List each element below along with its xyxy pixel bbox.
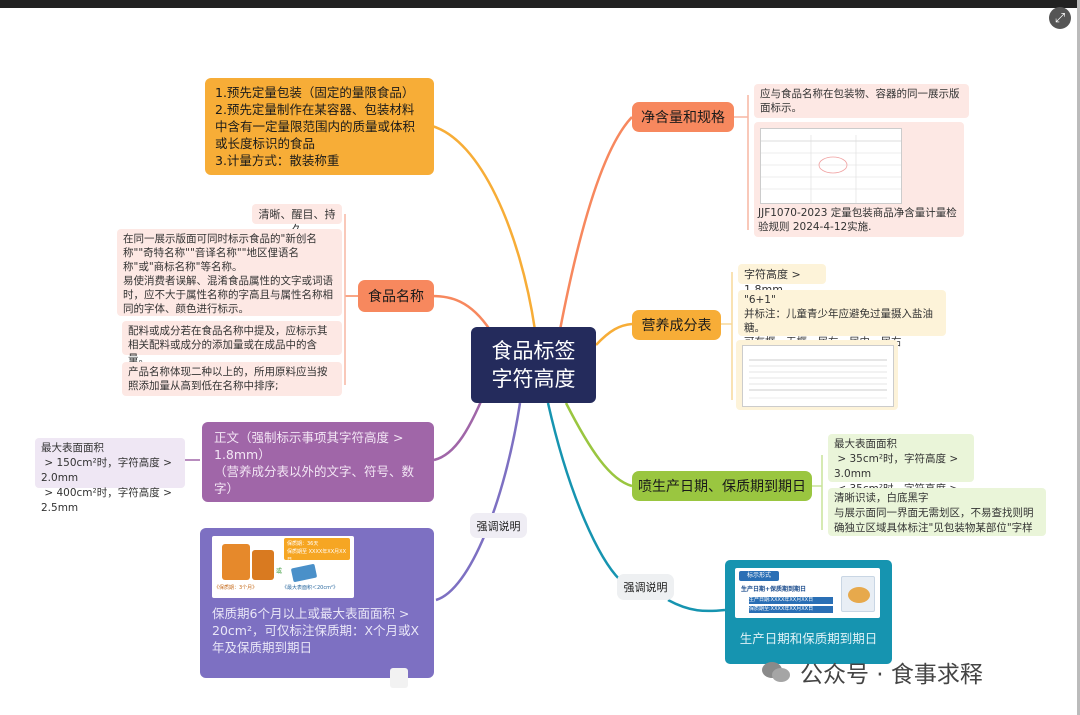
net-content-standard-text: JJF1070-2023 定量包装商品净含量计量检验规则 2024-4-12实施… — [758, 207, 957, 233]
production-date-text: 生产日期和保质期到期日 — [739, 631, 878, 646]
link-left-top — [431, 124, 537, 331]
caption-or: 或 — [276, 568, 283, 575]
link-emphasis-left — [435, 402, 522, 602]
link-emphasis-right-2 — [667, 598, 726, 613]
product-pack-icon — [841, 576, 875, 612]
link-date — [564, 402, 633, 488]
top-bar — [0, 0, 1080, 8]
nutrition-bracket — [721, 272, 733, 400]
shelf-life-tag-line-2: 保质期至 XXXX年XX月XX日 — [287, 549, 346, 563]
format-line-1: 生产日期:XXXX年XX月XX日 — [749, 597, 833, 604]
food-name-note-1[interactable]: 清晰、醒目、持久 — [252, 204, 342, 236]
nutrition-table-lines — [749, 359, 887, 399]
caption-3-months: 《保质期：3个月》 — [214, 585, 258, 591]
date-node[interactable]: 喷生产日期、保质期到期日 — [632, 471, 812, 501]
food-name-note-2[interactable]: 在同一展示版面可同时标示食品的"新创名称""奇特名称""音译名称""地区俚语名称… — [117, 229, 342, 316]
shelf-life-box[interactable]: 保质期：36天 保质期至 XXXX年XX月XX日 《保质期：3个月》 或 《最大… — [200, 528, 434, 688]
date-note-2[interactable]: 清晰识读，白底黑字 与展示面同一界面无需划区，不易查找则明确独立区域具体标注"见… — [828, 488, 1046, 536]
shelf-life-example-image: 保质期：36天 保质期至 XXXX年XX月XX日 《保质期：3个月》 或 《最大… — [212, 536, 354, 598]
food-name-note-3[interactable]: 配料或成分若在食品名称中提及，应标示其相关配料或成分的添加量或在成品中的含量。 — [122, 321, 342, 365]
link-nutrition — [595, 322, 633, 346]
link-food-name — [431, 294, 492, 331]
central-topic[interactable]: 食品标签 字符高度 — [471, 327, 596, 403]
link-emphasis-right — [546, 402, 621, 581]
link-net — [558, 116, 633, 331]
watermark-text: 公众号 · 食事求释 — [800, 662, 983, 688]
format-tag: 标示形式 — [739, 571, 779, 581]
small-pack-icon — [290, 563, 318, 583]
net-bracket — [734, 95, 749, 230]
food-name-node[interactable]: 食品名称 — [358, 280, 434, 312]
body-text-node[interactable]: 正文（强制标示事项其字符高度 > 1.8mm） （营养成分表以外的文字、符号、数… — [202, 422, 434, 502]
watermark: 公众号 · 食事求释 — [762, 655, 983, 689]
nutrition-note-2[interactable]: "6+1" 并标注：儿童青少年应避免过量摄入盐油糖。 可有框、无框、居左、居中、… — [738, 290, 946, 348]
date-note-1[interactable]: 最大表面面积 > 35cm²时，字符高度 > 3.0mm < 35cm²时，字符… — [828, 434, 974, 510]
date-example-image: 标示形式 生产日期+保质期到期日 生产日期:XXXX年XX月XX日 保质期至:X… — [735, 568, 880, 618]
right-edge — [1077, 0, 1080, 715]
emphasis-left-label[interactable]: 强调说明 — [470, 513, 527, 538]
nutrition-note-1[interactable]: 字符高度 > 1.8mm — [738, 264, 826, 296]
shelf-life-tag: 保质期：36天 保质期至 XXXX年XX月XX日 — [284, 538, 350, 563]
nutrition-table-image — [742, 345, 894, 407]
wechat-icon — [762, 660, 792, 684]
net-content-note-1[interactable]: 应与食品名称在包装物、容器的同一展示版面标示。 — [754, 84, 969, 118]
format-line-2: 保质期至:XXXX年XX月XX日 — [749, 606, 833, 613]
caption-area: 《最大表面积＜20cm²》 — [282, 585, 338, 591]
shelf-life-text: 保质期6个月以上或最大表面面积 > 20cm²，可仅标注保质期：X个月或X年及保… — [212, 606, 420, 655]
net-content-node[interactable]: 净含量和规格 — [632, 102, 734, 132]
net-content-note-2[interactable]: JJF1070-2023 定量包装商品净含量计量检验规则 2024-4-12实施… — [754, 122, 964, 237]
shelf-life-handle[interactable] — [390, 668, 408, 688]
expand-icon[interactable]: ⤢ — [1049, 7, 1071, 29]
body-text-note[interactable]: 最大表面面积 > 150cm²时，字符高度 > 2.0mm > 400cm²时，… — [35, 438, 185, 514]
cookie-icon — [848, 587, 870, 603]
net-content-table-image — [760, 128, 902, 204]
nutrition-table-box[interactable] — [736, 340, 898, 410]
food-name-note-4[interactable]: 产品名称体现二种以上的，所用原料应当按照添加量从高到低在名称中排序; — [122, 362, 342, 396]
emphasis-right-label[interactable]: 强调说明 — [617, 574, 674, 600]
production-date-box[interactable]: 标示形式 生产日期+保质期到期日 生产日期:XXXX年XX月XX日 保质期至:X… — [725, 560, 892, 664]
nutrition-node[interactable]: 营养成分表 — [632, 310, 721, 340]
snack-bag-icon-2 — [252, 550, 274, 580]
net-content-table-lines — [761, 135, 901, 203]
prepackaged-definition-note[interactable]: 1.预先定量包装（固定的量限食品） 2.预先定量制作在某容器、包装材料中含有一定… — [205, 78, 434, 175]
format-title: 生产日期+保质期到期日 — [741, 586, 807, 593]
shelf-life-tag-line-1: 保质期：36天 — [287, 541, 319, 547]
date-bracket — [812, 455, 823, 530]
snack-bag-icon — [222, 544, 250, 580]
